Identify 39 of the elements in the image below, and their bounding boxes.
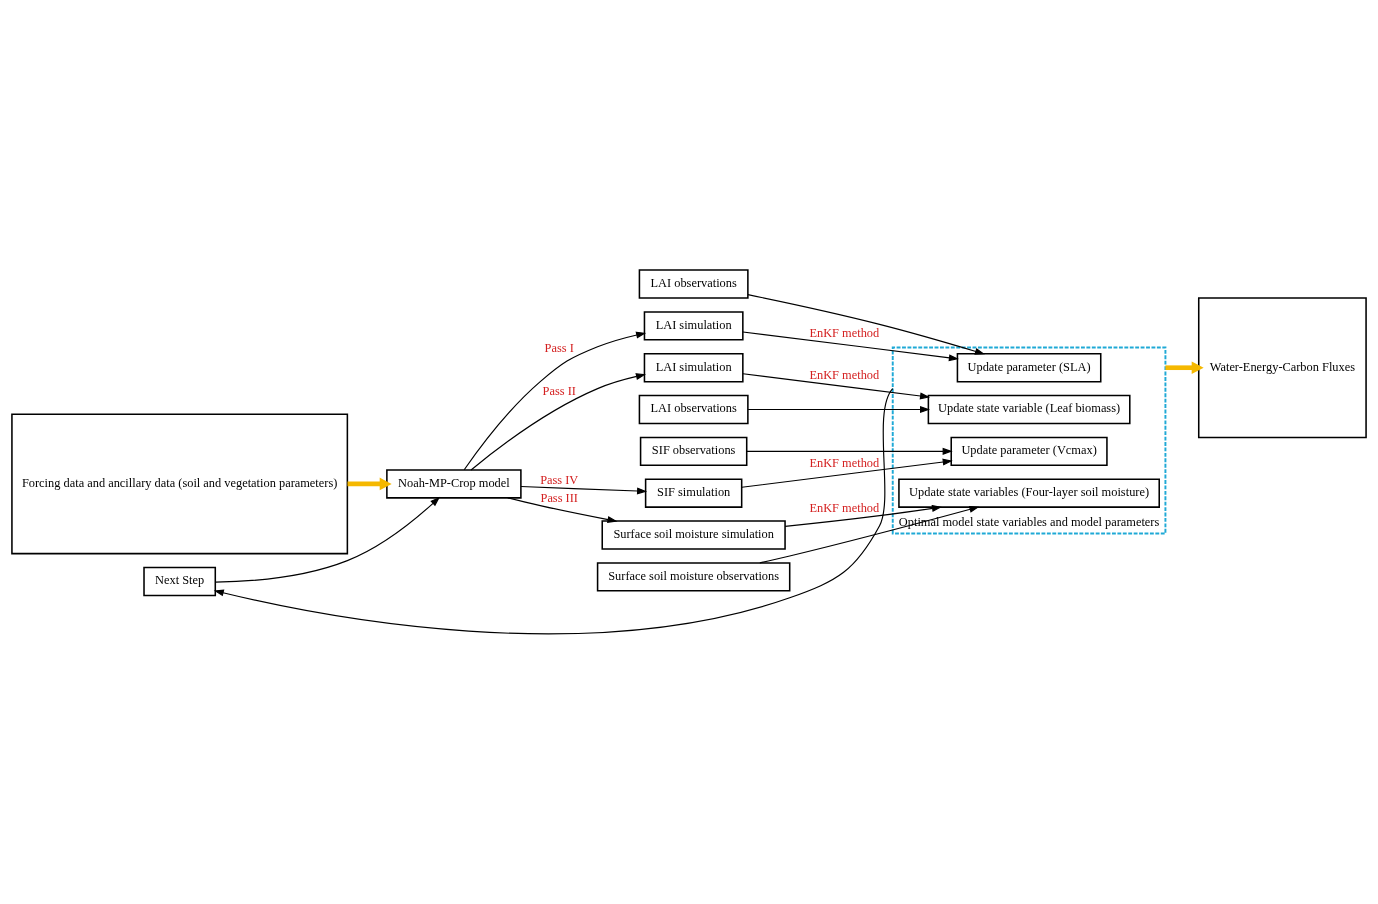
arrow (347, 477, 392, 491)
node-box: LAI observations (638, 269, 749, 299)
edge-label: Pass IV (540, 472, 579, 487)
node-box: LAI simulation (643, 353, 744, 383)
arrow (746, 447, 953, 455)
node-box: Update parameter (SLA) (956, 353, 1102, 383)
arrow (1165, 361, 1204, 374)
edge-label: EnKF method (809, 368, 880, 383)
arrow (742, 373, 931, 400)
node-box: Surface soil moisture simulation (601, 520, 786, 550)
edge-label: EnKF method (809, 326, 880, 341)
node-box: SIF observations (639, 436, 748, 467)
edge-label: EnKF method (809, 500, 880, 515)
node-box: LAI simulation (643, 311, 744, 341)
arrow (742, 331, 959, 362)
node-box: Forcing data and ancillary data (soil and vegetation parameters) (11, 413, 349, 555)
node-box: Surface soil moisture observations (596, 562, 791, 592)
node-box: Noah-MP-Crop model (386, 469, 522, 499)
edge-label: Pass I (544, 341, 574, 356)
arrow (747, 294, 985, 355)
edge-label: Pass III (540, 490, 578, 505)
arrow (470, 373, 646, 471)
node-box: LAI observations (638, 394, 749, 425)
node-box: SIF simulation (644, 478, 743, 508)
edge-label: EnKF method (809, 456, 880, 471)
node-box: Update state variables (Four-layer soil moisture) (898, 478, 1160, 508)
node-box: Update parameter (Vcmax) (950, 436, 1108, 467)
arrow (784, 504, 943, 527)
arrow (213, 388, 894, 635)
arrow (215, 496, 441, 583)
edge-label: Pass II (542, 383, 576, 398)
node-box: Update state variable (Leaf biomass) (927, 394, 1131, 425)
arrow (463, 331, 647, 471)
arrow (747, 406, 931, 414)
arrow (741, 458, 953, 488)
node-box: Next Step (143, 566, 217, 597)
arrow (507, 497, 618, 523)
node-box: Water-Energy-Carbon Fluxes (1197, 297, 1367, 439)
arrow (520, 485, 648, 495)
